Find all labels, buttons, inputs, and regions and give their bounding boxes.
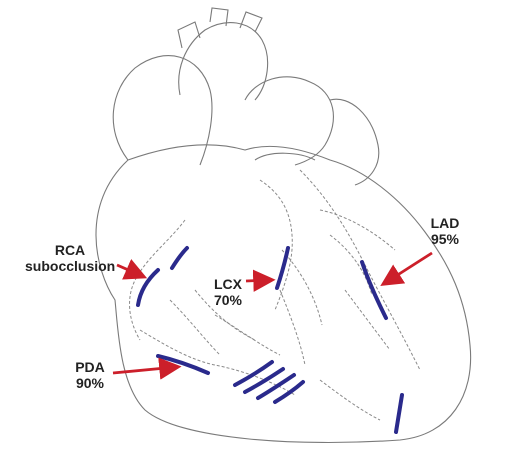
lcx-vessel <box>259 179 293 311</box>
rca-lesion-2 <box>170 246 189 270</box>
pda-lesion <box>156 354 210 375</box>
rca-label-detail: subocclusion <box>25 258 116 274</box>
heart-outline <box>95 7 472 444</box>
lcx-label-detail: 70% <box>213 292 243 308</box>
lcx-arrow <box>245 269 276 292</box>
heart-body-outline <box>95 144 472 444</box>
left-atrium-outline <box>329 98 380 186</box>
lad-arrow <box>380 251 433 287</box>
lcx-label-name: LCX <box>214 276 242 292</box>
pda-arrow <box>112 357 182 380</box>
lad-vessel <box>299 169 421 371</box>
lad-label-detail: 95% <box>430 231 460 247</box>
aorta-outline <box>178 22 269 101</box>
right-atrium-outline <box>112 55 213 166</box>
apical-lesion <box>394 393 404 434</box>
lad-label-name: LAD <box>430 215 460 231</box>
collateral-lesion-3 <box>256 373 296 400</box>
arrows <box>112 251 433 380</box>
collateral-lesion-2 <box>243 367 285 394</box>
rca-vessel <box>129 219 186 341</box>
posterior-branch-1 <box>169 299 221 356</box>
diagonal-branch-2 <box>329 234 373 296</box>
pda-vessel <box>139 329 296 396</box>
rca-label: RCA subocclusion <box>25 242 115 274</box>
collateral-lesion-4 <box>273 380 305 404</box>
rca-lesion-1 <box>136 268 160 307</box>
apical-branch <box>319 379 381 421</box>
pulmonary-trunk-outline <box>244 76 334 166</box>
posterior-branch-3 <box>214 314 281 356</box>
marginal-branch-1 <box>281 249 323 326</box>
diagonal-branch-1 <box>319 209 396 251</box>
lad-lesion <box>360 260 388 320</box>
rca-label-name: RCA <box>54 242 86 258</box>
collateral-lesion-1 <box>233 360 274 387</box>
pda-label-name: PDA <box>75 359 105 375</box>
lcx-label: LCX 70% <box>210 276 246 308</box>
lcx-lesion <box>275 246 290 290</box>
pda-label-detail: 90% <box>75 375 105 391</box>
aortic-branches-outline <box>177 7 263 49</box>
pda-label: PDA 90% <box>70 359 110 391</box>
atrial-appendage-outline <box>254 152 316 161</box>
coronary-vessels <box>129 169 421 421</box>
rca-arrow <box>116 258 148 280</box>
lad-label: LAD 95% <box>425 215 465 247</box>
lesions <box>136 246 404 434</box>
marginal-branch-2 <box>279 289 306 366</box>
diagonal-branch-3 <box>344 289 391 351</box>
